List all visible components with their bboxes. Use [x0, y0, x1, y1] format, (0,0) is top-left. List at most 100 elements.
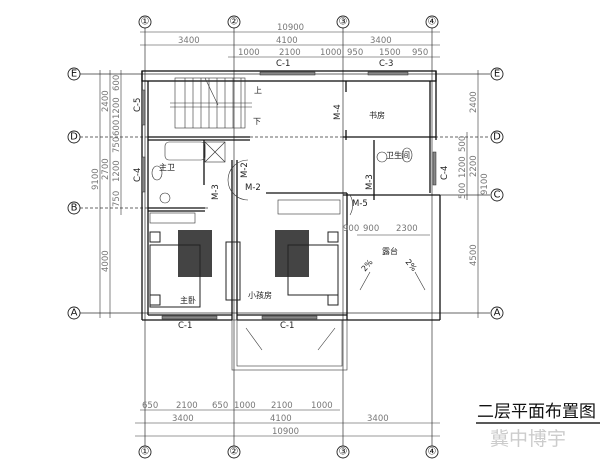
watermark: 冀中博宇: [490, 428, 566, 450]
nightstand: [149, 294, 161, 306]
window-label: C-1: [276, 59, 290, 69]
dim-sub: 1200: [112, 160, 122, 182]
dim-sub: 2100: [176, 401, 198, 411]
dim-sub: 500: [458, 136, 468, 152]
dim-mid: 4500: [469, 244, 479, 266]
opening-labels: C-1 C-3 C-5 C-4 C-4 M-2 M-2 M-3 M-3 M-4 …: [133, 59, 450, 331]
shaft: [204, 141, 226, 163]
axis-label: E: [71, 69, 77, 80]
dim-sub: 1000: [311, 401, 333, 411]
dimensions-top: 10900 3400 4100 3400 1000 2100 1000 950 …: [140, 23, 440, 58]
dim-sub: 950: [347, 48, 363, 58]
basin: [159, 192, 171, 204]
room-bathroom: 卫生间: [386, 150, 410, 160]
axis-label: C: [494, 190, 501, 201]
dim-bay: 3400: [172, 414, 194, 424]
stair-up: 上: [254, 86, 262, 95]
window-label: C-4: [133, 168, 143, 182]
dim-sub: 950: [412, 48, 428, 58]
dim-sub: 2100: [271, 401, 293, 411]
nightstand: [149, 231, 161, 243]
dimensions-right: 500 1200 500 2400 2200 4500 9100: [458, 70, 490, 318]
axis-label: ①: [141, 447, 150, 458]
dim-mid: 2400: [101, 90, 111, 112]
kids-bed: [287, 244, 339, 296]
dim-mid: 2400: [469, 91, 479, 113]
axis-label: E: [494, 69, 500, 80]
room-kids-room: 小孩房: [248, 290, 272, 300]
axis-label: D: [70, 132, 78, 143]
axis-label: ②: [230, 17, 239, 28]
terrace-dim: 900: [343, 224, 359, 234]
dim-sub: 1000: [320, 48, 342, 58]
wardrobe: [277, 199, 341, 215]
wardrobe: [149, 212, 196, 224]
dim-sub: 1000: [234, 401, 256, 411]
dim-sub: 500: [458, 183, 468, 199]
dim-sub: 1000: [238, 48, 260, 58]
dim-mid: 2200: [469, 155, 479, 177]
axis-label: A: [494, 308, 501, 319]
dim-sub: 600: [112, 120, 122, 136]
basin: [376, 151, 388, 163]
dim-sub: 750: [112, 137, 122, 153]
door-label: M-4: [333, 104, 343, 120]
toilet: [151, 165, 163, 181]
terrace-dim: 2300: [396, 224, 418, 234]
dim-total: 9100: [91, 168, 101, 190]
room-study: 书房: [369, 110, 385, 120]
slope-label: 2%: [360, 257, 375, 273]
tv-cabinet: [225, 241, 241, 301]
staircase: [170, 77, 252, 129]
dimensions-left: 9100 2400 2700 4000 600 1200 600 750 120…: [91, 70, 122, 318]
dim-bay: 3400: [367, 414, 389, 424]
dim-mid: 4000: [101, 250, 111, 272]
door-label: M-2: [245, 183, 261, 193]
dim-bay: 3400: [178, 36, 200, 46]
dim-sub: 2100: [279, 48, 301, 58]
drawing-title: 二层平面布置图: [477, 402, 596, 422]
axis-label: ①: [141, 17, 150, 28]
axis-label: ②: [230, 447, 239, 458]
master-bed: [149, 244, 201, 308]
axis-label: ④: [428, 447, 437, 458]
door-label: M-5: [352, 199, 368, 209]
door-label: M-2: [240, 162, 250, 178]
room-master-bedroom: 主卧: [180, 295, 196, 305]
window-label: C-4: [440, 166, 450, 180]
dim-total: 10900: [272, 427, 299, 437]
axis-label: B: [71, 203, 78, 214]
dim-bay: 3400: [370, 36, 392, 46]
window-label: C-1: [178, 321, 192, 331]
grid-bubbles-right: E D C A: [490, 67, 504, 320]
door-label: M-3: [365, 174, 375, 190]
room-master-bath: 主卫: [159, 162, 175, 172]
grid-bubbles-bottom: ① ② ③ ④: [138, 445, 439, 459]
nightstand: [327, 294, 339, 306]
window-label: C-5: [133, 98, 143, 112]
axis-label: A: [71, 308, 78, 319]
axis-label: ③: [339, 17, 348, 28]
dim-total: 9100: [480, 173, 490, 195]
grid-bubbles-top: ① ② ③ ④: [138, 15, 439, 29]
rug: [275, 230, 309, 277]
window-label: C-3: [379, 59, 393, 69]
window-label: C-1: [280, 321, 294, 331]
terrace-dim: 900: [363, 224, 379, 234]
dim-sub: 1500: [379, 48, 401, 58]
room-terrace: 露台: [382, 246, 398, 256]
axis-label: ④: [428, 17, 437, 28]
door-swing: [227, 159, 249, 201]
bathtub: [164, 141, 206, 161]
door-label: M-3: [211, 184, 221, 200]
dim-sub: 600: [112, 75, 122, 91]
door-swing: [349, 194, 353, 216]
stair-down: 下: [253, 117, 261, 126]
dim-sub: 650: [142, 401, 158, 411]
dim-total: 10900: [277, 23, 304, 33]
slope-label: 2%: [403, 258, 418, 274]
furniture: [149, 141, 430, 308]
toilet: [401, 147, 413, 163]
dim-bay: 4100: [276, 36, 298, 46]
